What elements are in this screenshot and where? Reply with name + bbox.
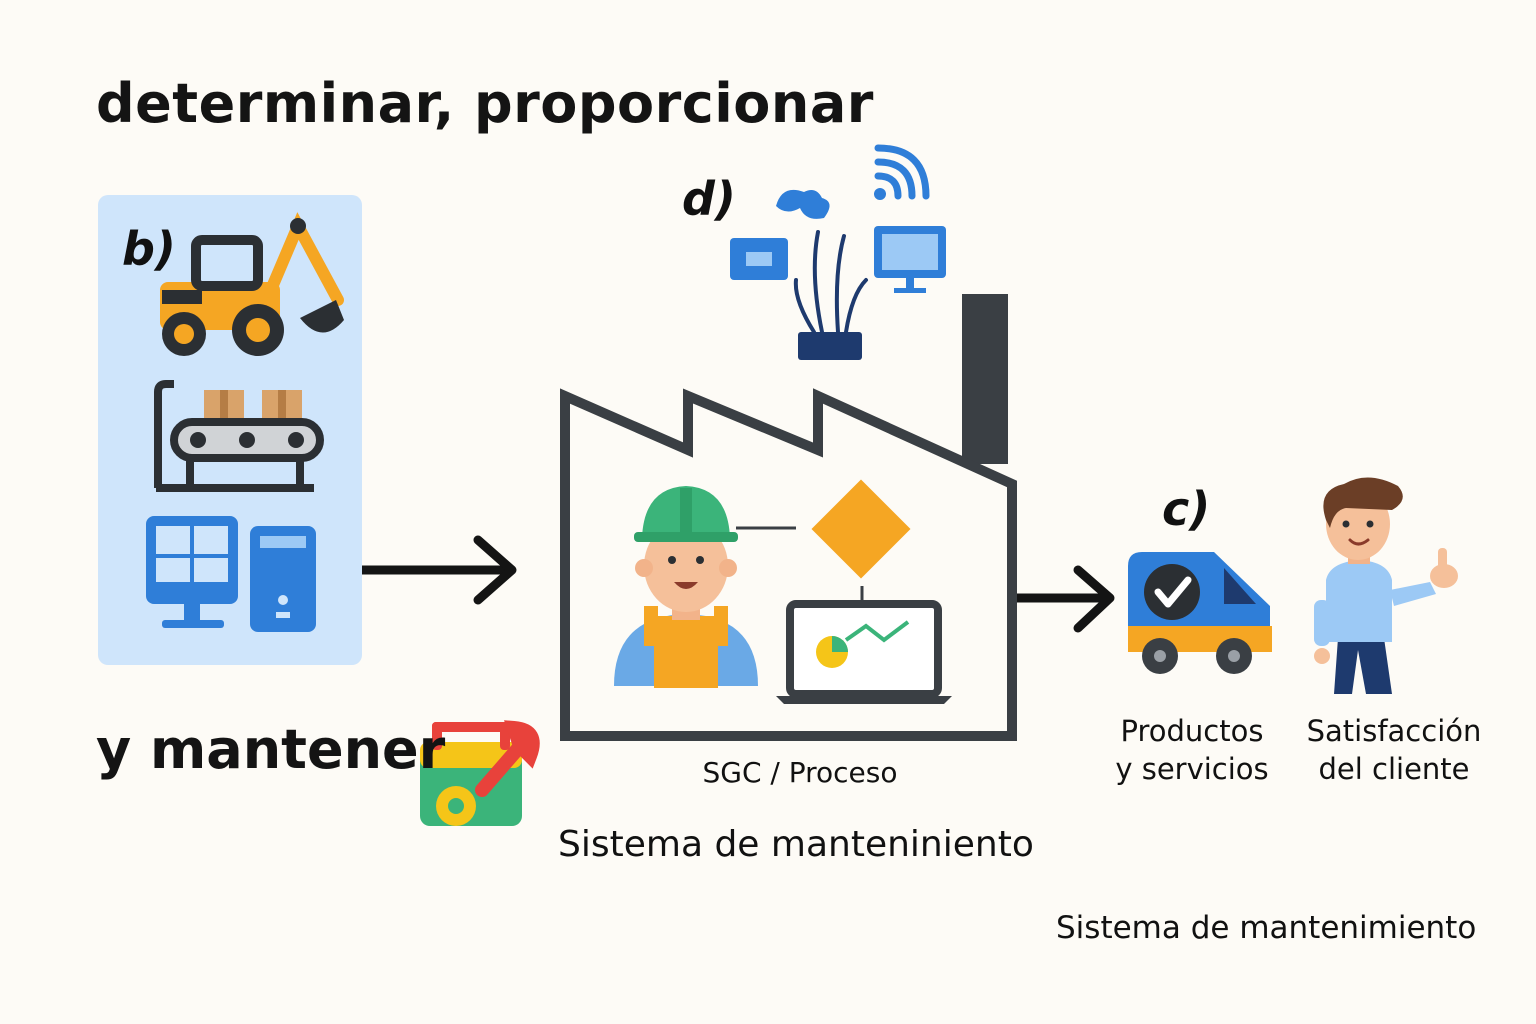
computer-icon (146, 516, 316, 632)
satisfied-customer-icon (1314, 477, 1458, 694)
satisfaction-line2: del cliente (1318, 752, 1470, 786)
products-line1: Productos (1120, 714, 1264, 748)
excavator-icon (160, 212, 344, 356)
arrow-to-output-icon (1016, 565, 1115, 633)
page-title: determinar, proporcionar (96, 72, 874, 135)
label-d: d) (682, 172, 736, 226)
arrow-to-process-icon (362, 535, 517, 605)
decision-diamond-icon (811, 479, 911, 579)
router-icon (793, 230, 868, 360)
products-label: Productos y servicios (1110, 712, 1274, 788)
label-b: b) (122, 222, 176, 276)
tablet-icon (730, 238, 788, 280)
cloud-icon (776, 189, 830, 219)
maintenance-calendar-icon (420, 720, 540, 826)
system-label: Sistema de manteniniento (558, 824, 1034, 865)
monitor-icon (874, 226, 946, 293)
process-label: SGC / Proceso (702, 756, 898, 789)
wifi-icon (874, 144, 930, 200)
conveyor-belt-icon (154, 380, 324, 492)
subtitle-left: y mantener (96, 718, 446, 781)
products-line2: y servicios (1115, 752, 1269, 786)
satisfaction-line1: Satisfacción (1306, 714, 1482, 748)
label-c: c) (1162, 482, 1211, 536)
satisfaction-label: Satisfacción del cliente (1304, 712, 1484, 788)
worker-icon (614, 486, 758, 688)
delivery-van-icon (1128, 552, 1272, 674)
footer-label: Sistema de mantenimiento (1056, 910, 1477, 946)
laptop-chart-icon (776, 600, 952, 704)
